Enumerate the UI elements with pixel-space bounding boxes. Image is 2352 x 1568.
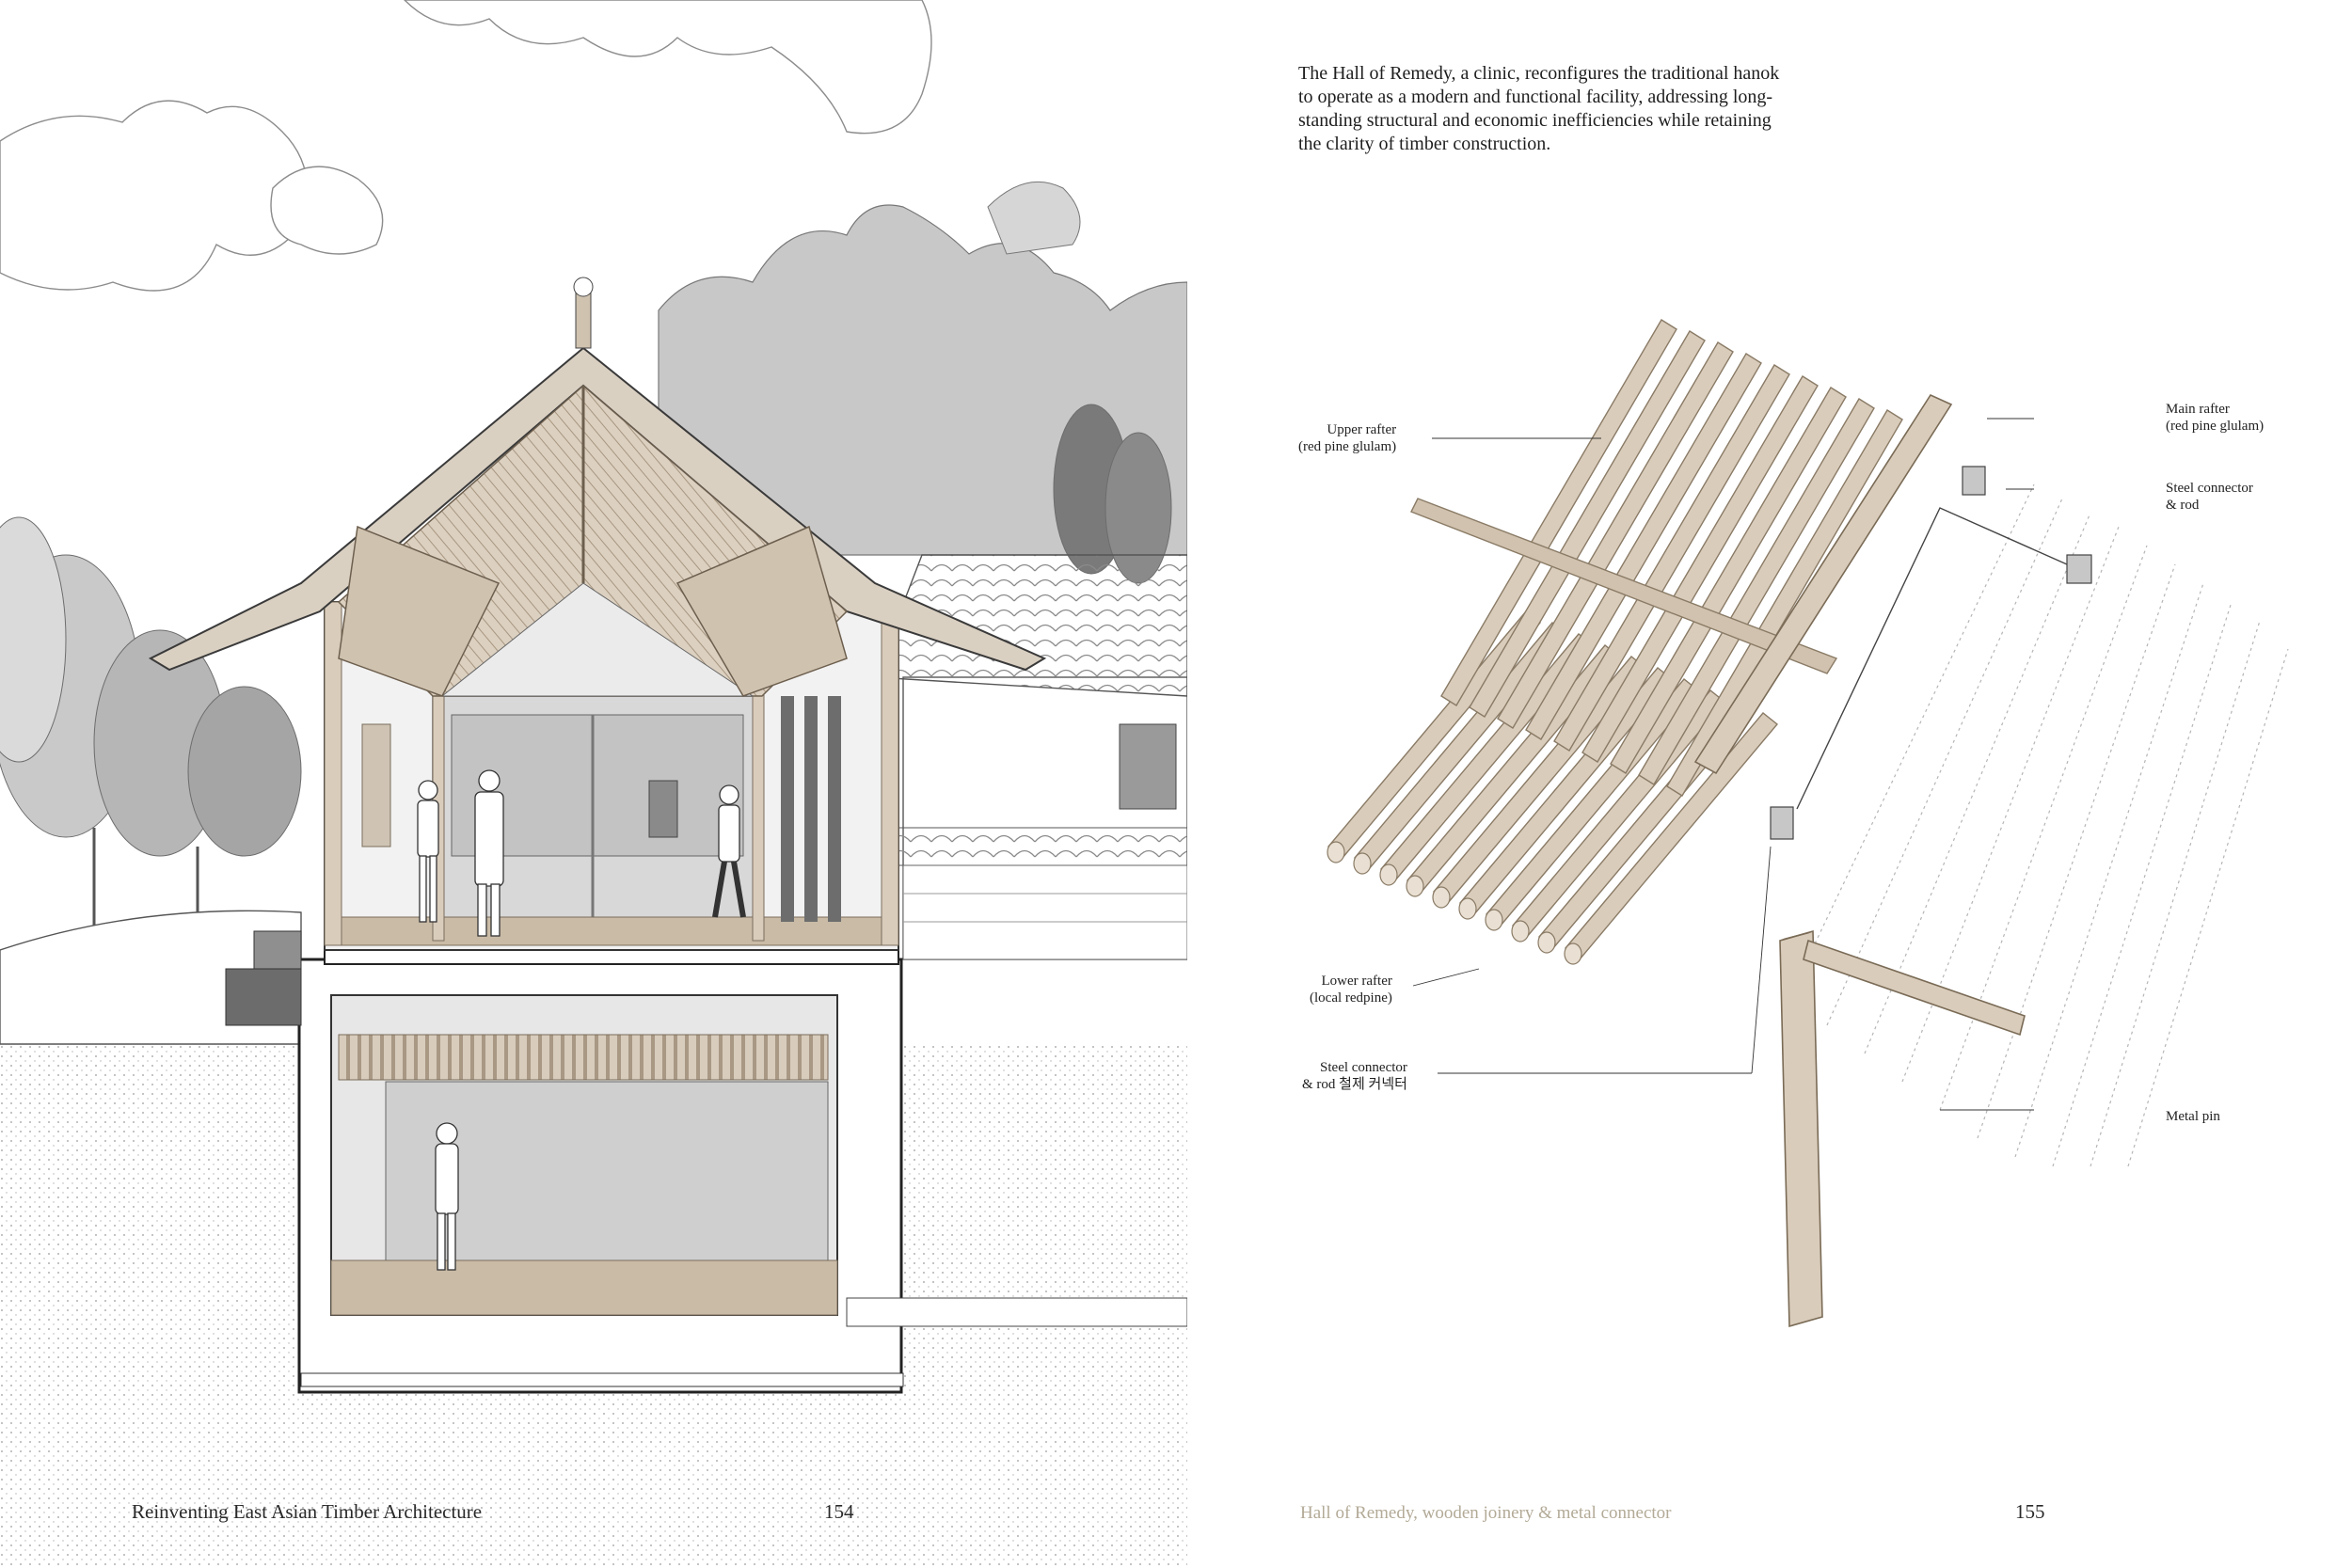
ghost-rafters: [1788, 483, 2289, 1167]
neighbor-house: [874, 554, 1187, 960]
label-upper-rafter: Upper rafter (red pine glulam): [1298, 422, 1397, 454]
basement: [297, 958, 1187, 1394]
right-page: The Hall of Remedy, a clinic, reconfigur…: [1187, 0, 2352, 1568]
trees: [0, 404, 1172, 941]
label-main-rafter: Main rafter (red pine glulam): [2166, 402, 2265, 434]
page-number-left: 154: [824, 1500, 854, 1523]
main-rafter: [1693, 393, 1953, 775]
leader-lines: [1412, 418, 2034, 1111]
clouds: [0, 0, 932, 292]
page-number-right: 155: [2015, 1500, 2045, 1523]
label-steel-connector-left: Steel connector & rod 철제 커넥터: [1302, 1060, 1407, 1092]
footer-book-title: Reinventing East Asian Timber Architectu…: [132, 1500, 483, 1523]
joinery-axonometric: [1327, 319, 2289, 1328]
purlin: [1410, 498, 1838, 674]
post: [1779, 929, 1823, 1328]
intro-paragraph: The Hall of Remedy, a clinic, reconfigur…: [1298, 63, 1780, 154]
figure-caption: Hall of Remedy, wooden joinery & metal c…: [1300, 1503, 1672, 1523]
bearing-beam: [1803, 939, 2026, 1037]
steel-connectors: [1770, 466, 2092, 840]
label-metal-pin: Metal pin: [2166, 1109, 2220, 1124]
upper-rafters: [1440, 319, 1903, 797]
left-page: Reinventing East Asian Timber Architectu…: [0, 0, 1187, 1568]
label-steel-connector-right: Steel connector & rod: [2166, 481, 2253, 513]
label-lower-rafter: Lower rafter (local redpine): [1310, 974, 1392, 1006]
section-drawing: [0, 0, 1187, 1568]
roof: [148, 277, 1047, 697]
